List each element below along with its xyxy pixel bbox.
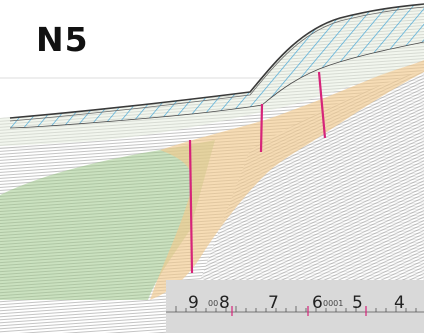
profile-label: N5: [36, 20, 89, 59]
green-unit: [0, 140, 215, 300]
scale-number-8: 8: [219, 293, 230, 313]
scale-number-5: 5: [352, 293, 363, 313]
scale-number-4: 4: [394, 293, 405, 313]
fault-line-1: [188, 139, 194, 274]
fault-line-2: [259, 103, 264, 153]
scale-number-6: 6: [312, 293, 323, 313]
scale-number-9: 9: [188, 293, 199, 313]
scale-small-label: 00: [208, 299, 219, 308]
hatched-layer: [10, 4, 424, 128]
depth-scale-bar: 9 00 8 7 6 0001 5 4: [166, 280, 424, 333]
tan-unit: [150, 60, 424, 300]
scale-small-label-2: 0001: [323, 299, 344, 308]
scale-number-7: 7: [268, 293, 279, 313]
fault-line-3: [317, 71, 327, 139]
